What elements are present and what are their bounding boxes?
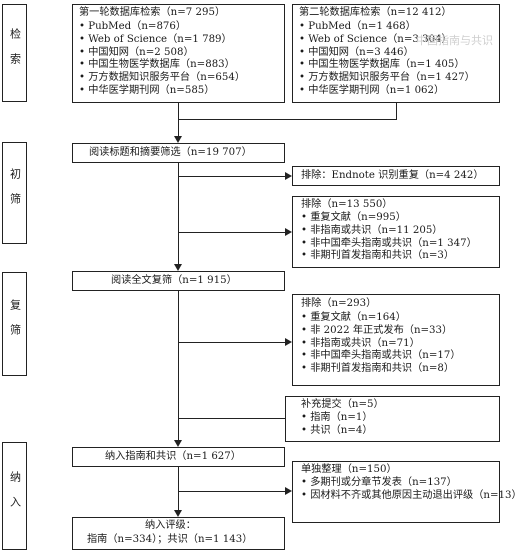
- list-item: PubMed（n=876）: [79, 21, 245, 34]
- separate-processing-title: 单独整理（n=150）: [301, 464, 397, 475]
- arrow-right-icon: [285, 487, 292, 495]
- arrow-down-icon: [174, 136, 182, 143]
- list-item: 非指南或共识（n=11 205）: [301, 225, 477, 238]
- separate-processing-box: 单独整理（n=150） 多期刊或分章节发表（n=137） 因材料不齐或其他原因主…: [292, 461, 522, 523]
- search-round-1-list: PubMed（n=876） Web of Science（n=1 789） 中国…: [79, 21, 245, 98]
- list-item: PubMed（n=1 468）: [299, 21, 475, 34]
- list-item: 中华医学期刊网（n=585）: [79, 85, 245, 98]
- included-box: 纳入指南和共识（n=1 627）: [72, 447, 285, 467]
- exclusion-2-title: 排除（n=293）: [301, 298, 377, 309]
- rating-box: 纳入评级： 指南（n=334）；共识（n=1 143）: [72, 517, 285, 550]
- list-item: 中国知网（n=3 446）: [299, 47, 475, 60]
- arrow-down-icon: [174, 510, 182, 517]
- list-item: 中国生物医学数据库（n=1 405）: [299, 59, 475, 72]
- list-item: Web of Science（n=3 304）: [299, 34, 475, 47]
- search-round-2-title: 第二轮数据库检索（n=12 412）: [299, 7, 452, 18]
- arrow-right-icon: [285, 228, 292, 236]
- connector: [178, 119, 397, 120]
- connector: [178, 232, 285, 233]
- connector: [178, 176, 285, 177]
- connector: [178, 467, 179, 512]
- search-round-1-title: 第一轮数据库检索（n=7 295）: [79, 7, 226, 18]
- connector: [178, 103, 179, 119]
- dedup-exclusion-text: 排除：Endnote 识别重复（n=4 242）: [301, 170, 484, 181]
- exclusion-1-title: 排除（n=13 550）: [301, 199, 393, 210]
- list-item: 中国知网（n=2 508）: [79, 47, 245, 60]
- stage-search-label: 检索: [8, 28, 22, 78]
- stage-initial-screen-label: 初筛: [8, 168, 22, 218]
- arrow-down-icon: [174, 440, 182, 447]
- search-round-2-box: 第二轮数据库检索（n=12 412） PubMed（n=1 468） Web o…: [292, 4, 500, 103]
- connector: [178, 491, 285, 492]
- connector: [178, 342, 285, 343]
- connector: [396, 103, 397, 119]
- watermark: 中国指南与共识: [416, 34, 493, 47]
- list-item: 中华医学期刊网（n=1 062）: [299, 85, 475, 98]
- included-text: 纳入指南和共识（n=1 627）: [105, 451, 241, 462]
- stage-search: 检索: [2, 4, 27, 102]
- stage-initial-screen: 初筛: [2, 142, 27, 244]
- list-item: 非期刊首发指南和共识（n=3）: [301, 250, 477, 263]
- supplement-list: 指南（n=1） 共识（n=4）: [301, 412, 372, 438]
- list-item: 指南（n=1）: [301, 412, 372, 425]
- arrow-down-icon: [174, 264, 182, 271]
- list-item: 非指南或共识（n=71）: [301, 338, 461, 351]
- separate-processing-list: 多期刊或分章节发表（n=137） 因材料不齐或其他原因主动退出评级（n=13）: [301, 477, 522, 503]
- exclusion-1-list: 重复文献（n=995） 非指南或共识（n=11 205） 非中国牵头指南或共识（…: [301, 212, 477, 263]
- list-item: 因材料不齐或其他原因主动退出评级（n=13）: [301, 490, 521, 503]
- list-item: 非期刊首发指南和共识（n=8）: [301, 363, 461, 376]
- list-item: 非 2022 年正式发布（n=33）: [301, 325, 461, 338]
- stage-full-text-screen: 复筛: [2, 272, 27, 376]
- arrow-right-icon: [285, 172, 292, 180]
- list-item: 非中国牵头指南或共识（n=17）: [301, 350, 460, 363]
- title-abstract-screen-text: 阅读标题和摘要筛选（n=19 707）: [89, 147, 252, 158]
- supplement-title: 补充提交（n=5）: [301, 399, 384, 410]
- connector: [178, 119, 179, 136]
- stage-inclusion-label: 纳入: [8, 471, 22, 521]
- search-round-1-box: 第一轮数据库检索（n=7 295） PubMed（n=876） Web of S…: [72, 4, 285, 103]
- list-item: 非中国牵头指南或共识（n=1 347）: [301, 238, 477, 251]
- stage-inclusion: 纳入: [2, 442, 27, 550]
- list-item: 共识（n=4）: [301, 425, 372, 438]
- list-item: 万方数据知识服务平台（n=654）: [79, 72, 245, 85]
- list-item: 多期刊或分章节发表（n=137）: [301, 477, 522, 490]
- list-item: Web of Science（n=1 789）: [79, 34, 245, 47]
- connector: [179, 418, 285, 419]
- stage-full-text-screen-label: 复筛: [8, 299, 22, 349]
- list-item: 中国生物医学数据库（n=883）: [79, 59, 245, 72]
- full-text-screen-box: 阅读全文复筛（n=1 915）: [72, 271, 285, 291]
- search-round-2-list: PubMed（n=1 468） Web of Science（n=3 304） …: [299, 21, 475, 98]
- connector: [178, 291, 179, 443]
- full-text-screen-text: 阅读全文复筛（n=1 915）: [111, 275, 237, 286]
- exclusion-2-list: 重复文献（n=164） 非 2022 年正式发布（n=33） 非指南或共识（n=…: [301, 312, 461, 376]
- list-item: 重复文献（n=164）: [301, 312, 461, 325]
- dedup-exclusion-box: 排除：Endnote 识别重复（n=4 242）: [292, 166, 500, 186]
- rating-line-1: 纳入评级：: [145, 520, 196, 531]
- rating-line-2: 指南（n=334）；共识（n=1 143）: [87, 534, 253, 545]
- list-item: 万方数据知识服务平台（n=1 427）: [299, 72, 475, 85]
- connector: [178, 163, 179, 268]
- supplement-box: 补充提交（n=5） 指南（n=1） 共识（n=4）: [285, 396, 500, 442]
- exclusion-2-box: 排除（n=293） 重复文献（n=164） 非 2022 年正式发布（n=33）…: [292, 294, 500, 386]
- arrow-right-icon: [285, 338, 292, 346]
- list-item: 重复文献（n=995）: [301, 212, 477, 225]
- exclusion-1-box: 排除（n=13 550） 重复文献（n=995） 非指南或共识（n=11 205…: [292, 196, 500, 268]
- title-abstract-screen-box: 阅读标题和摘要筛选（n=19 707）: [72, 143, 285, 163]
